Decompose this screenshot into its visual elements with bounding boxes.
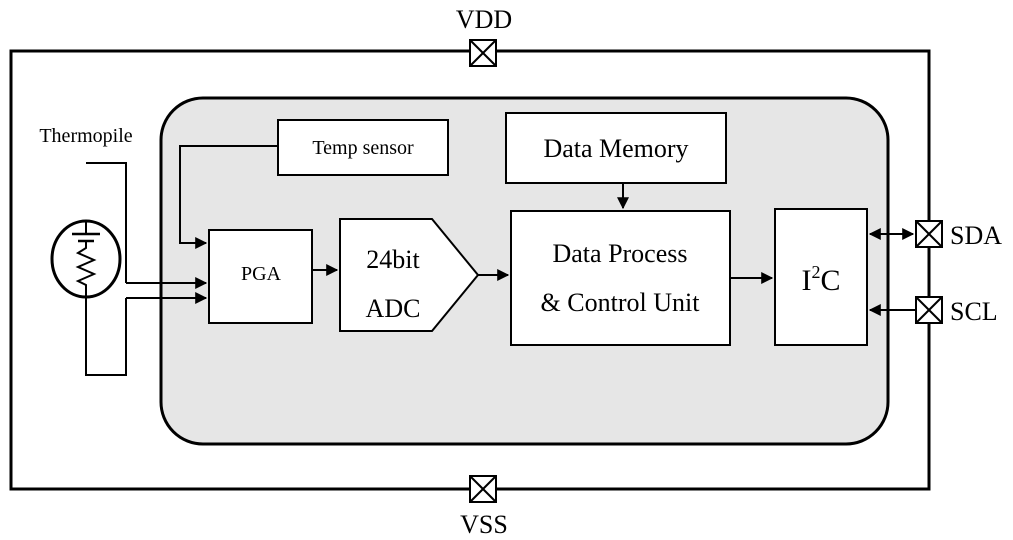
scl-label: SCL — [950, 297, 998, 326]
temp-sensor-block — [277, 119, 449, 176]
i2c-block — [774, 208, 868, 346]
data-memory-label: Data Memory — [543, 134, 688, 163]
i2c-label: I2C — [801, 262, 840, 297]
vdd-pad — [469, 39, 497, 67]
sda-label: SDA — [950, 221, 1002, 250]
pga-block — [208, 229, 313, 324]
vdd-label: VDD — [456, 5, 512, 34]
thermopile-label: Thermopile — [39, 125, 132, 147]
thermopile-wire-bottom — [85, 296, 127, 376]
data-process-label-line2: & Control Unit — [541, 288, 701, 317]
data-process-label-line1: Data Process — [552, 239, 687, 268]
thermopile-icon — [50, 219, 122, 299]
sda-pad — [915, 220, 943, 248]
adc-label-line1: 24bit — [366, 245, 420, 274]
thermopile-wire-top — [86, 162, 127, 283]
vss-label: VSS — [460, 510, 508, 539]
vss-pad — [469, 475, 497, 503]
scl-pad — [915, 296, 943, 324]
adc-label-line2: ADC — [366, 294, 421, 323]
adc-block — [339, 218, 480, 332]
pga-label: PGA — [241, 263, 282, 285]
temp-sensor-label: Temp sensor — [312, 137, 414, 159]
data-memory-block — [505, 112, 727, 184]
temp-to-pga-arrow — [179, 145, 278, 249]
data-process-block — [510, 210, 731, 346]
